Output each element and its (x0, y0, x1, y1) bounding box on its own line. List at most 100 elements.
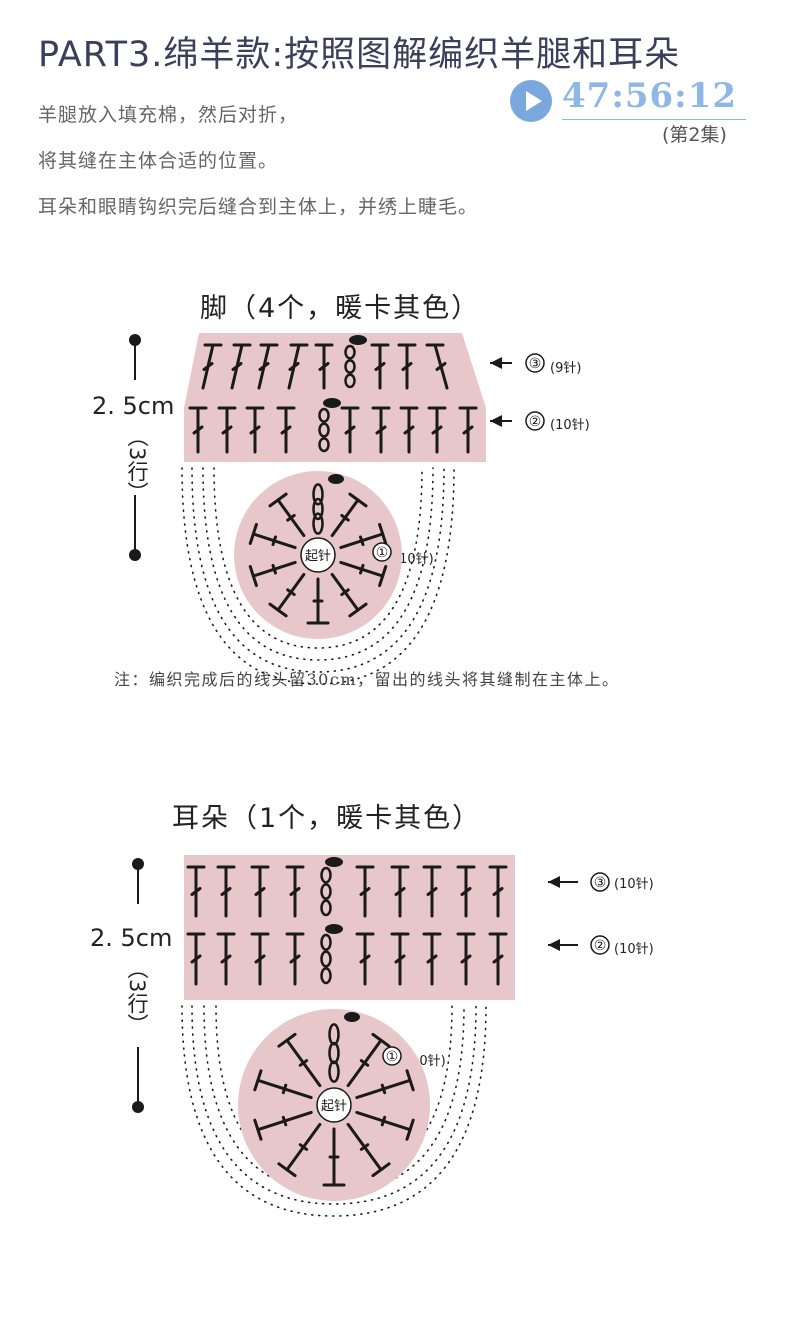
ear-row-3-chain (320, 924, 343, 985)
ear-connector-arc (191, 1005, 477, 1205)
ear-row3-marker: ③ (590, 872, 610, 892)
ear-round-stitch (253, 1110, 313, 1141)
svg-text:②: ② (529, 414, 542, 430)
ear-round-stitch (346, 1122, 391, 1178)
ear-connector-arc (181, 1005, 487, 1217)
foot-row-3-stitch (217, 406, 237, 454)
ear-round-stitch (355, 1069, 415, 1100)
foot-note: 注：编织完成后的线头留30cm，留出的线头将其缝制在主体上。 (114, 670, 620, 689)
intro-line-3: 耳朵和眼睛钩织完后缝合到主体上，并绣上睫毛。 (38, 196, 479, 218)
foot-magic-ring: 起针 (300, 537, 336, 573)
foot-chart-title: 脚（4个，暖卡其色） (200, 293, 481, 324)
ear-row3-arrow (548, 876, 578, 888)
foot-round-stitch (330, 572, 368, 618)
foot-rows-body (184, 333, 486, 462)
foot-row2-count: (10针) (550, 418, 590, 433)
foot-connector-arc (202, 467, 434, 661)
svg-text:起针: 起针 (305, 549, 331, 564)
ear-row-2-stitch (285, 865, 305, 918)
svg-text:①: ① (386, 1049, 399, 1065)
svg-text:①: ① (376, 545, 389, 561)
foot-round-stitch (330, 492, 368, 538)
foot-row3-count: (9针) (550, 361, 582, 376)
ear-row1-marker: ① (382, 1046, 402, 1066)
foot-row-2-stitch (397, 343, 417, 390)
video-link[interactable]: 47:56:12 (第2集) (510, 76, 750, 152)
foot-row1-marker: ① (372, 542, 392, 562)
ear-magic-ring: 起针 (316, 1087, 352, 1123)
ear-round-stitch (253, 1069, 313, 1100)
foot-rows-note: （3行） (125, 426, 149, 503)
ear-row-3-stitch (355, 932, 375, 986)
ear-row-2-stitch (456, 865, 476, 918)
foot-round-stitch (268, 572, 306, 618)
ear-dimension-bar (132, 858, 144, 1113)
foot-row-3-stitch (399, 406, 419, 454)
intro-line-2: 将其缝在主体合适的位置。 (38, 150, 279, 172)
foot-connector-arc (181, 467, 455, 685)
ear-row-3-chain-slip-stitch (325, 924, 343, 934)
ear-row2-arrow (548, 939, 578, 951)
foot-row-3-chain (318, 398, 341, 453)
page-title: PART3.绵羊款:按照图解编织羊腿和耳朵 (38, 35, 681, 75)
foot-round-stitch (248, 560, 297, 588)
ear-row-2-chain-slip-stitch (325, 857, 343, 867)
ear-row-2-stitch (250, 865, 270, 918)
foot-size-label: 2. 5cm (92, 392, 175, 420)
intro-line-1: 羊腿放入填充棉，然后对折， (38, 104, 299, 126)
foot-row2-arrow (490, 415, 512, 427)
ear-row3-count: (10针) (614, 877, 654, 892)
foot-row-3-stitch (458, 406, 478, 454)
video-timestamp[interactable]: 47:56:12 (562, 76, 738, 116)
foot-dimension-bar (129, 334, 141, 561)
timestamp-underline (562, 119, 746, 120)
foot-round-stitch (306, 577, 330, 625)
ear-row-2-stitch (186, 865, 206, 918)
svg-text:②: ② (594, 938, 607, 954)
foot-row-3-stitch (371, 406, 391, 454)
foot-row-3-stitch (188, 406, 208, 454)
foot-row-3-stitch (427, 406, 447, 454)
foot-round-stitch (339, 522, 388, 550)
foot-row3-arrow (490, 357, 512, 369)
ear-row-3-stitch (186, 932, 206, 986)
foot-crochet-chart: 起针 ③ ② ① (129, 333, 545, 685)
foot-row-2-stitch (257, 343, 279, 390)
ear-connector-arc (203, 1005, 465, 1193)
foot-row-3-stitch (245, 406, 265, 454)
ear-row-2-stitch (488, 865, 508, 918)
foot-round-stitch (339, 560, 388, 588)
ear-row-2-stitch (422, 865, 442, 918)
foot-row-2-stitch (425, 343, 449, 390)
ear-round-stitch (322, 1127, 346, 1187)
foot-round-stitch (268, 492, 306, 538)
ear-row2-count: (10针) (614, 942, 654, 957)
ear-row-3-stitch (456, 932, 476, 986)
foot-row-2-chain-slip-stitch (349, 335, 367, 345)
ear-row-3-stitch (422, 932, 442, 986)
foot-connector-arc (213, 467, 423, 649)
foot-row-3-chain-slip-stitch (323, 398, 341, 408)
foot-row-2-stitch (314, 343, 334, 390)
ear-row-2-stitch (355, 865, 375, 918)
foot-row-2-stitch (370, 343, 390, 390)
foot-row-2-stitch (230, 343, 252, 390)
ear-crochet-chart: 起针 ③ ② ① (132, 855, 610, 1217)
foot-round-chain (312, 474, 344, 535)
play-icon[interactable] (510, 80, 552, 122)
ear-rows-note: （3行） (125, 958, 149, 1035)
ear-size-label: 2. 5cm (90, 924, 173, 952)
foot-row-3-stitch (276, 406, 296, 454)
ear-row-2-stitch (216, 865, 236, 918)
ear-row-2-stitch (390, 865, 410, 918)
ear-round-chain (328, 1012, 360, 1083)
ear-row-3-stitch (390, 932, 410, 986)
foot-row-2-chain (344, 335, 367, 389)
foot-row3-marker: ③ (525, 353, 545, 373)
ear-round-stitch (277, 1122, 322, 1178)
ear-row-3-stitch (285, 932, 305, 986)
foot-row-2-stitch (201, 343, 223, 390)
ear-row-3-stitch (216, 932, 236, 986)
ear-row-3-stitch (250, 932, 270, 986)
